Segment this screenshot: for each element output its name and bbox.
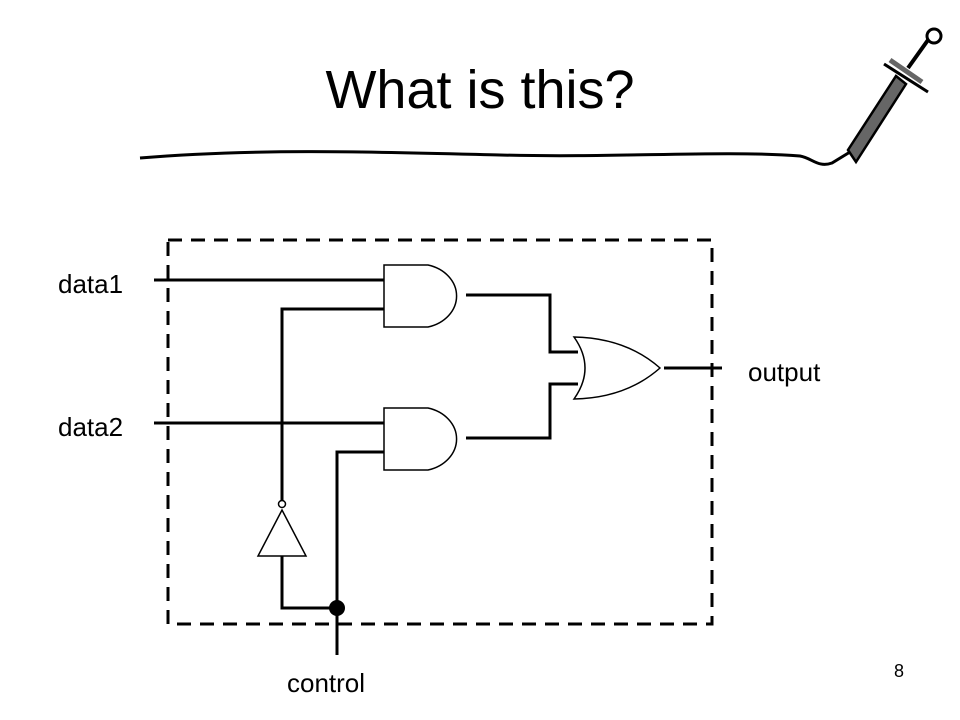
and-gate-2 [383, 407, 458, 471]
and-gate-1 [383, 264, 458, 328]
wire-control-to-not [280, 556, 337, 610]
slide-title: What is this? [325, 60, 635, 120]
wire-and1-to-or [466, 293, 578, 354]
input-label-data2: data2 [58, 412, 123, 442]
junction-dot [329, 600, 345, 616]
wire-and2-to-or [466, 382, 578, 440]
sword-icon [846, 27, 943, 165]
circuit-boundary [166, 238, 714, 626]
not-gate-bubble [277, 499, 287, 509]
wire-not-to-and1 [280, 307, 384, 502]
output-label: output [748, 357, 821, 387]
or-gate [572, 336, 662, 400]
title-underline [139, 150, 851, 166]
page-number: 8 [893, 661, 904, 681]
wire-control-to-and2 [335, 450, 384, 608]
wires [154, 278, 722, 655]
not-gate [256, 499, 308, 557]
input-label-data1: data1 [58, 269, 123, 299]
control-label: control [287, 668, 365, 698]
